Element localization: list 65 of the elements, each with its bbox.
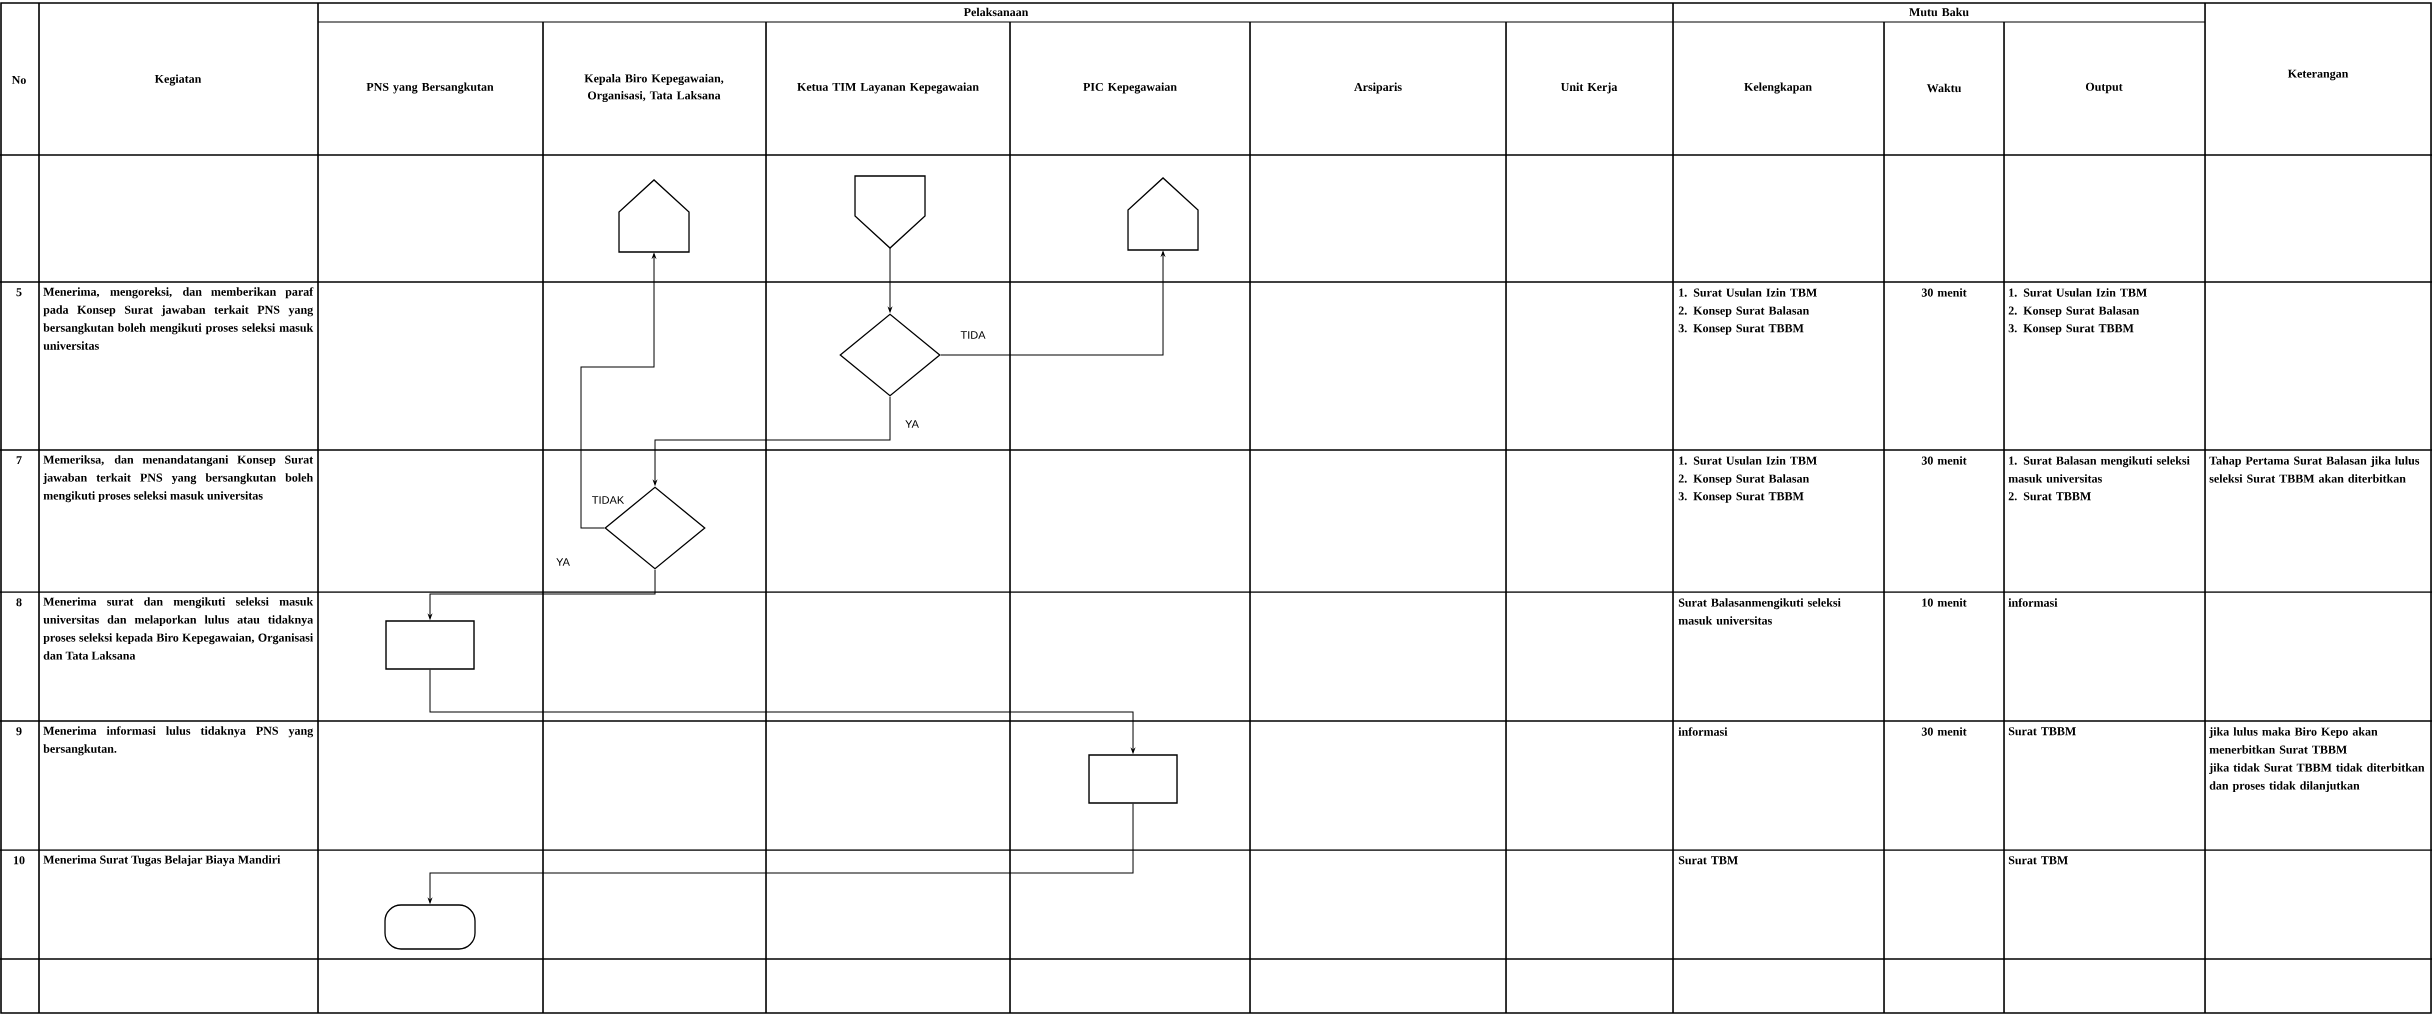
cell-text: 30 menit <box>1921 727 1967 736</box>
decision-diamond <box>839 313 941 397</box>
cell-text: 10 menit <box>1922 598 1967 607</box>
column-header: PNS yang Bersangkutan <box>366 82 494 94</box>
column-header: PIC Kepegawaian <box>1083 82 1177 94</box>
cell-text: 2. Konsep Surat Balasan <box>1678 306 1810 318</box>
cell-text: 3. Konsep Surat TBBM <box>2008 324 2134 335</box>
column-header: Keterangan <box>2287 69 2349 81</box>
cell-text: informasi <box>2008 598 2058 607</box>
cell-text: Surat TBM <box>2008 856 2068 865</box>
row-number: 9 <box>16 727 22 736</box>
off-page-connector <box>618 179 690 253</box>
row-number: 5 <box>16 288 22 297</box>
activity-text: Menerima informasi lulus tidaknya PNS yang bersangkutan. <box>43 726 314 756</box>
terminator-shape <box>384 904 476 950</box>
arrow <box>428 569 656 620</box>
cell-text: Surat Balasanmengikuti seleksi masuk universitas <box>1678 598 1841 625</box>
row-number: 10 <box>13 856 25 865</box>
column-header: Output <box>2085 82 2123 94</box>
cell-text: jika tidak Surat TBBM tidak diterbitkan dan proses tidak dilanjutkan <box>2209 763 2425 793</box>
activity-text: Menerima, mengoreksi, dan memberikan paraf pada Konsep Surat jawaban terkait PNS yang bersangkutan boleh mengikuti proses seleksi masuk universitas <box>43 287 314 350</box>
process-box <box>385 620 475 670</box>
cell-text: Tahap Pertama Surat Balasan jika lulus seleksi Surat TBBM akan diterbitkan <box>2209 456 2420 483</box>
edge-label: TIDAK <box>590 495 626 505</box>
arrow <box>429 669 1135 754</box>
cell-text: Surat TBM <box>1678 856 1738 865</box>
cell-text: 2. Konsep Surat Balasan <box>1678 474 1810 486</box>
cell-text: 1. Surat Usulan Izin TBM <box>1679 288 1817 297</box>
column-header: Kegiatan <box>154 74 202 86</box>
cell-text: 1. Surat Usulan Izin TBM <box>1679 456 1817 465</box>
off-page-connector <box>854 175 926 249</box>
cell-text: 30 menit <box>1921 288 1967 297</box>
arrow <box>653 396 891 486</box>
process-box <box>1088 754 1178 804</box>
column-header: No <box>11 76 26 84</box>
column-header: Kelengkapan <box>1744 82 1812 94</box>
column-header: Unit Kerja <box>1561 82 1618 94</box>
activity-text: Menerima Surat Tugas Belajar Biaya Mandiri <box>43 855 281 867</box>
column-header: Arsiparis <box>1354 82 1402 94</box>
arrow <box>428 803 1134 904</box>
arrow <box>940 251 1165 356</box>
edge-label: TIDA <box>959 330 987 340</box>
cell-text: Surat TBBM <box>2008 727 2076 736</box>
edge-label: YA <box>904 419 920 429</box>
activity-text: Menerima surat dan mengikuti seleksi masuk universitas dan melaporkan lulus atau tidaknya proses seleksi kepada Biro Kepegawaian, Organisasi dan Tata Laksana <box>43 597 314 660</box>
row-number: 7 <box>16 456 22 465</box>
off-page-connector <box>1127 177 1199 251</box>
cell-text: 30 menit <box>1921 456 1967 465</box>
column-header: Mutu Baku <box>1909 7 1969 17</box>
cell-text: 1. Surat Usulan Izin TBM <box>2009 288 2147 297</box>
column-header: Ketua TIM Layanan Kepegawaian <box>797 82 979 94</box>
row-number: 8 <box>16 598 22 607</box>
column-header: Waktu <box>1926 83 1962 93</box>
column-header: Kepala Biro Kepegawaian, Organisasi, Tata Laksana <box>584 74 724 102</box>
arrow <box>888 247 892 313</box>
column-header: Pelaksanaan <box>963 7 1029 17</box>
activity-text: Memeriksa, dan menandatangani Konsep Surat jawaban terkait PNS yang bersangkutan boleh mengikuti proses seleksi masuk universitas <box>43 455 314 503</box>
cell-text: 1. Surat Balasan mengikuti seleksi masuk universitas <box>2008 456 2190 483</box>
cell-text: 2. Surat TBBM <box>2008 492 2091 501</box>
arrow <box>580 253 656 529</box>
cell-text: 3. Konsep Surat TBBM <box>1678 324 1804 335</box>
cell-text: 2. Konsep Surat Balasan <box>2008 306 2140 318</box>
cell-text: 3. Konsep Surat TBBM <box>1678 492 1804 503</box>
cell-text: informasi <box>1678 727 1728 736</box>
edge-label: YA <box>555 557 571 567</box>
